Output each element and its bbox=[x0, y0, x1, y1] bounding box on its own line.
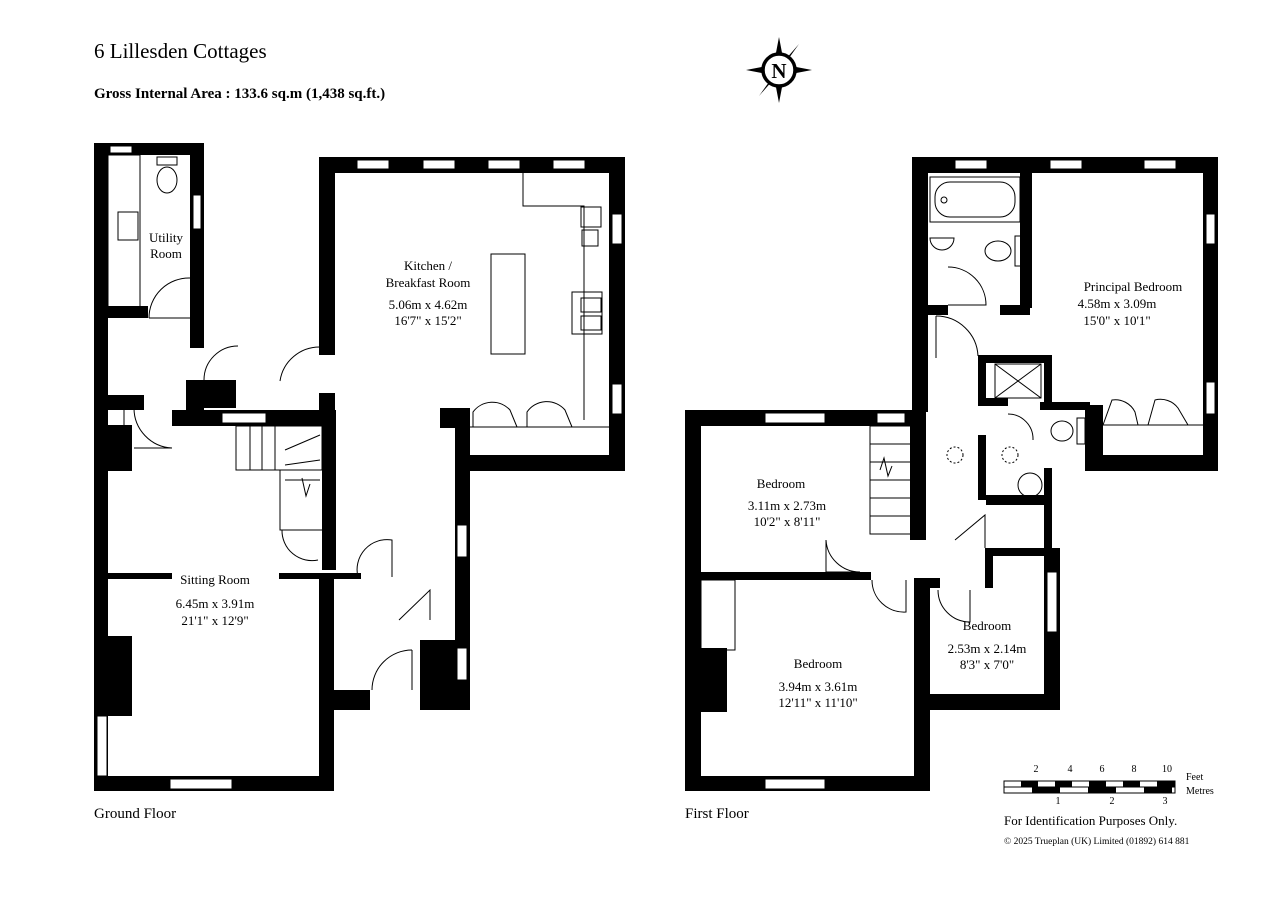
utility-room-label-2: Room bbox=[150, 246, 182, 261]
first-floor-fixtures bbox=[700, 176, 1203, 651]
bedroom-c-imperial: 8'3" x 7'0" bbox=[960, 657, 1014, 672]
stair-top bbox=[235, 425, 323, 471]
gross-internal-area: Gross Internal Area : 133.6 sq.m (1,438 … bbox=[94, 86, 385, 102]
bedroom-a-metric: 3.11m x 2.73m bbox=[748, 498, 826, 513]
scale-feet-tick-5: 10 bbox=[1162, 764, 1172, 775]
stair-arrow-2 bbox=[879, 456, 893, 478]
first-floor-label: First Floor bbox=[685, 806, 749, 822]
basin-icon-2 bbox=[1017, 472, 1043, 498]
toilet-icon-2 bbox=[984, 240, 1012, 262]
bedroom-b-label: Bedroom bbox=[794, 656, 842, 671]
kitchen-label-2: Breakfast Room bbox=[386, 275, 471, 290]
ground-floor-windows bbox=[96, 145, 623, 790]
property-title: 6 Lillesden Cottages bbox=[94, 39, 267, 63]
compass-icon: N bbox=[746, 37, 812, 103]
first-floor-plan bbox=[685, 157, 1218, 791]
scale-metre-tick-2: 2 bbox=[1110, 796, 1115, 807]
bedroom-c-metric: 2.53m x 2.14m bbox=[948, 641, 1027, 656]
scale-metre-tick-1: 1 bbox=[1056, 796, 1061, 807]
bedroom-c-label: Bedroom bbox=[963, 618, 1011, 633]
kitchen-label-1: Kitchen / bbox=[404, 258, 452, 273]
utility-door-swing-2 bbox=[203, 345, 239, 381]
bedroom-b-imperial: 12'11" x 11'10" bbox=[778, 695, 857, 710]
basin-icon bbox=[929, 237, 955, 251]
bath-icon bbox=[929, 176, 1021, 223]
sitting-room-imperial: 21'1" x 12'9" bbox=[181, 613, 248, 628]
bedroom-a-imperial: 10'2" x 8'11" bbox=[754, 514, 821, 529]
compass-north-label: N bbox=[771, 59, 786, 83]
stair-arrow bbox=[301, 477, 311, 498]
kitchen-metric: 5.06m x 4.62m bbox=[389, 297, 468, 312]
scale-feet-label: Feet bbox=[1186, 772, 1203, 783]
toilet-cistern-icon-2 bbox=[1014, 235, 1024, 267]
scale-feet-tick-2: 4 bbox=[1068, 764, 1073, 775]
utility-door-swing bbox=[148, 277, 191, 319]
scale-feet-tick-3: 6 bbox=[1100, 764, 1105, 775]
shower-tray-icon bbox=[994, 363, 1042, 399]
bedroom-b-metric: 3.94m x 3.61m bbox=[779, 679, 858, 694]
first-floor-windows bbox=[764, 159, 1216, 790]
sitting-room-metric: 6.45m x 3.91m bbox=[176, 596, 255, 611]
scale-metre-tick-3: 3 bbox=[1163, 796, 1168, 807]
utility-sink-icon bbox=[117, 211, 139, 241]
disclaimer: For Identification Purposes Only. bbox=[1004, 813, 1177, 828]
toilet-cistern-icon bbox=[156, 156, 178, 166]
principal-bedroom-imperial: 15'0" x 10'1" bbox=[1083, 313, 1150, 328]
bedroom-a-label: Bedroom bbox=[757, 476, 805, 491]
utility-room-label-1: Utility bbox=[149, 230, 183, 245]
sitting-room-label: Sitting Room bbox=[180, 572, 250, 587]
ground-floor-label: Ground Floor bbox=[94, 806, 176, 822]
scale-feet-tick-4: 8 bbox=[1132, 764, 1137, 775]
toilet-icon bbox=[156, 166, 178, 194]
scale-feet-tick-1: 2 bbox=[1034, 764, 1039, 775]
kitchen-imperial: 16'7" x 15'2" bbox=[394, 313, 461, 328]
scale-bar: 2 4 6 8 10 Feet 1 2 3 Metres bbox=[1003, 764, 1214, 807]
principal-bedroom-label: Principal Bedroom bbox=[1084, 279, 1183, 294]
principal-bedroom-metric: 4.58m x 3.09m bbox=[1078, 296, 1157, 311]
copyright: © 2025 Trueplan (UK) Limited (01892) 614… bbox=[1004, 836, 1190, 847]
kitchen-island bbox=[490, 253, 526, 355]
scale-metres-label: Metres bbox=[1186, 786, 1214, 797]
kitchen-door-swing bbox=[279, 346, 321, 382]
ground-floor-fixtures bbox=[107, 154, 609, 691]
